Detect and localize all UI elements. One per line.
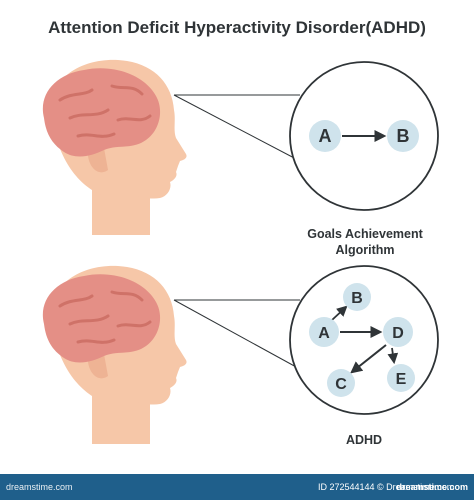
edge-bottom-d-e xyxy=(387,347,399,365)
head-bottom xyxy=(42,265,300,444)
node-bottom-b: B xyxy=(343,283,371,311)
label-goals-line1: Goals Achievement xyxy=(307,227,423,241)
label-goals-achievement: Goals Achievement Algorithm xyxy=(290,226,440,258)
node-top-b: B xyxy=(387,120,419,152)
svg-text:D: D xyxy=(392,325,404,342)
circle-bottom: A B C D E xyxy=(289,265,439,415)
edge-bottom-a-b xyxy=(331,305,348,321)
page-title: Attention Deficit Hyperactivity Disorder… xyxy=(48,18,426,37)
head-top xyxy=(42,59,300,235)
label-goals-line2: Algorithm xyxy=(335,243,395,257)
svg-text:B: B xyxy=(351,290,363,307)
watermark-left: dreamstime.com xyxy=(6,482,73,492)
node-bottom-d: D xyxy=(383,317,413,347)
svg-text:A: A xyxy=(319,126,332,146)
circle-top: A B xyxy=(289,61,439,211)
node-bottom-e: E xyxy=(387,364,415,392)
node-top-a: A xyxy=(309,120,341,152)
watermark-id: ID 272544144 © Dreamstime.com xyxy=(318,482,455,492)
watermark-brand: dreamstime.com xyxy=(396,482,468,492)
svg-text:E: E xyxy=(396,371,407,388)
edge-bottom-d-c xyxy=(350,344,387,374)
svg-text:B: B xyxy=(397,126,410,146)
svg-text:C: C xyxy=(335,376,347,393)
watermark-bar: dreamstime.com ID 272544144 © Dreamstime… xyxy=(0,474,474,500)
svg-text:A: A xyxy=(318,325,330,342)
node-bottom-a: A xyxy=(309,317,339,347)
node-bottom-c: C xyxy=(327,369,355,397)
label-adhd: ADHD xyxy=(345,433,383,447)
